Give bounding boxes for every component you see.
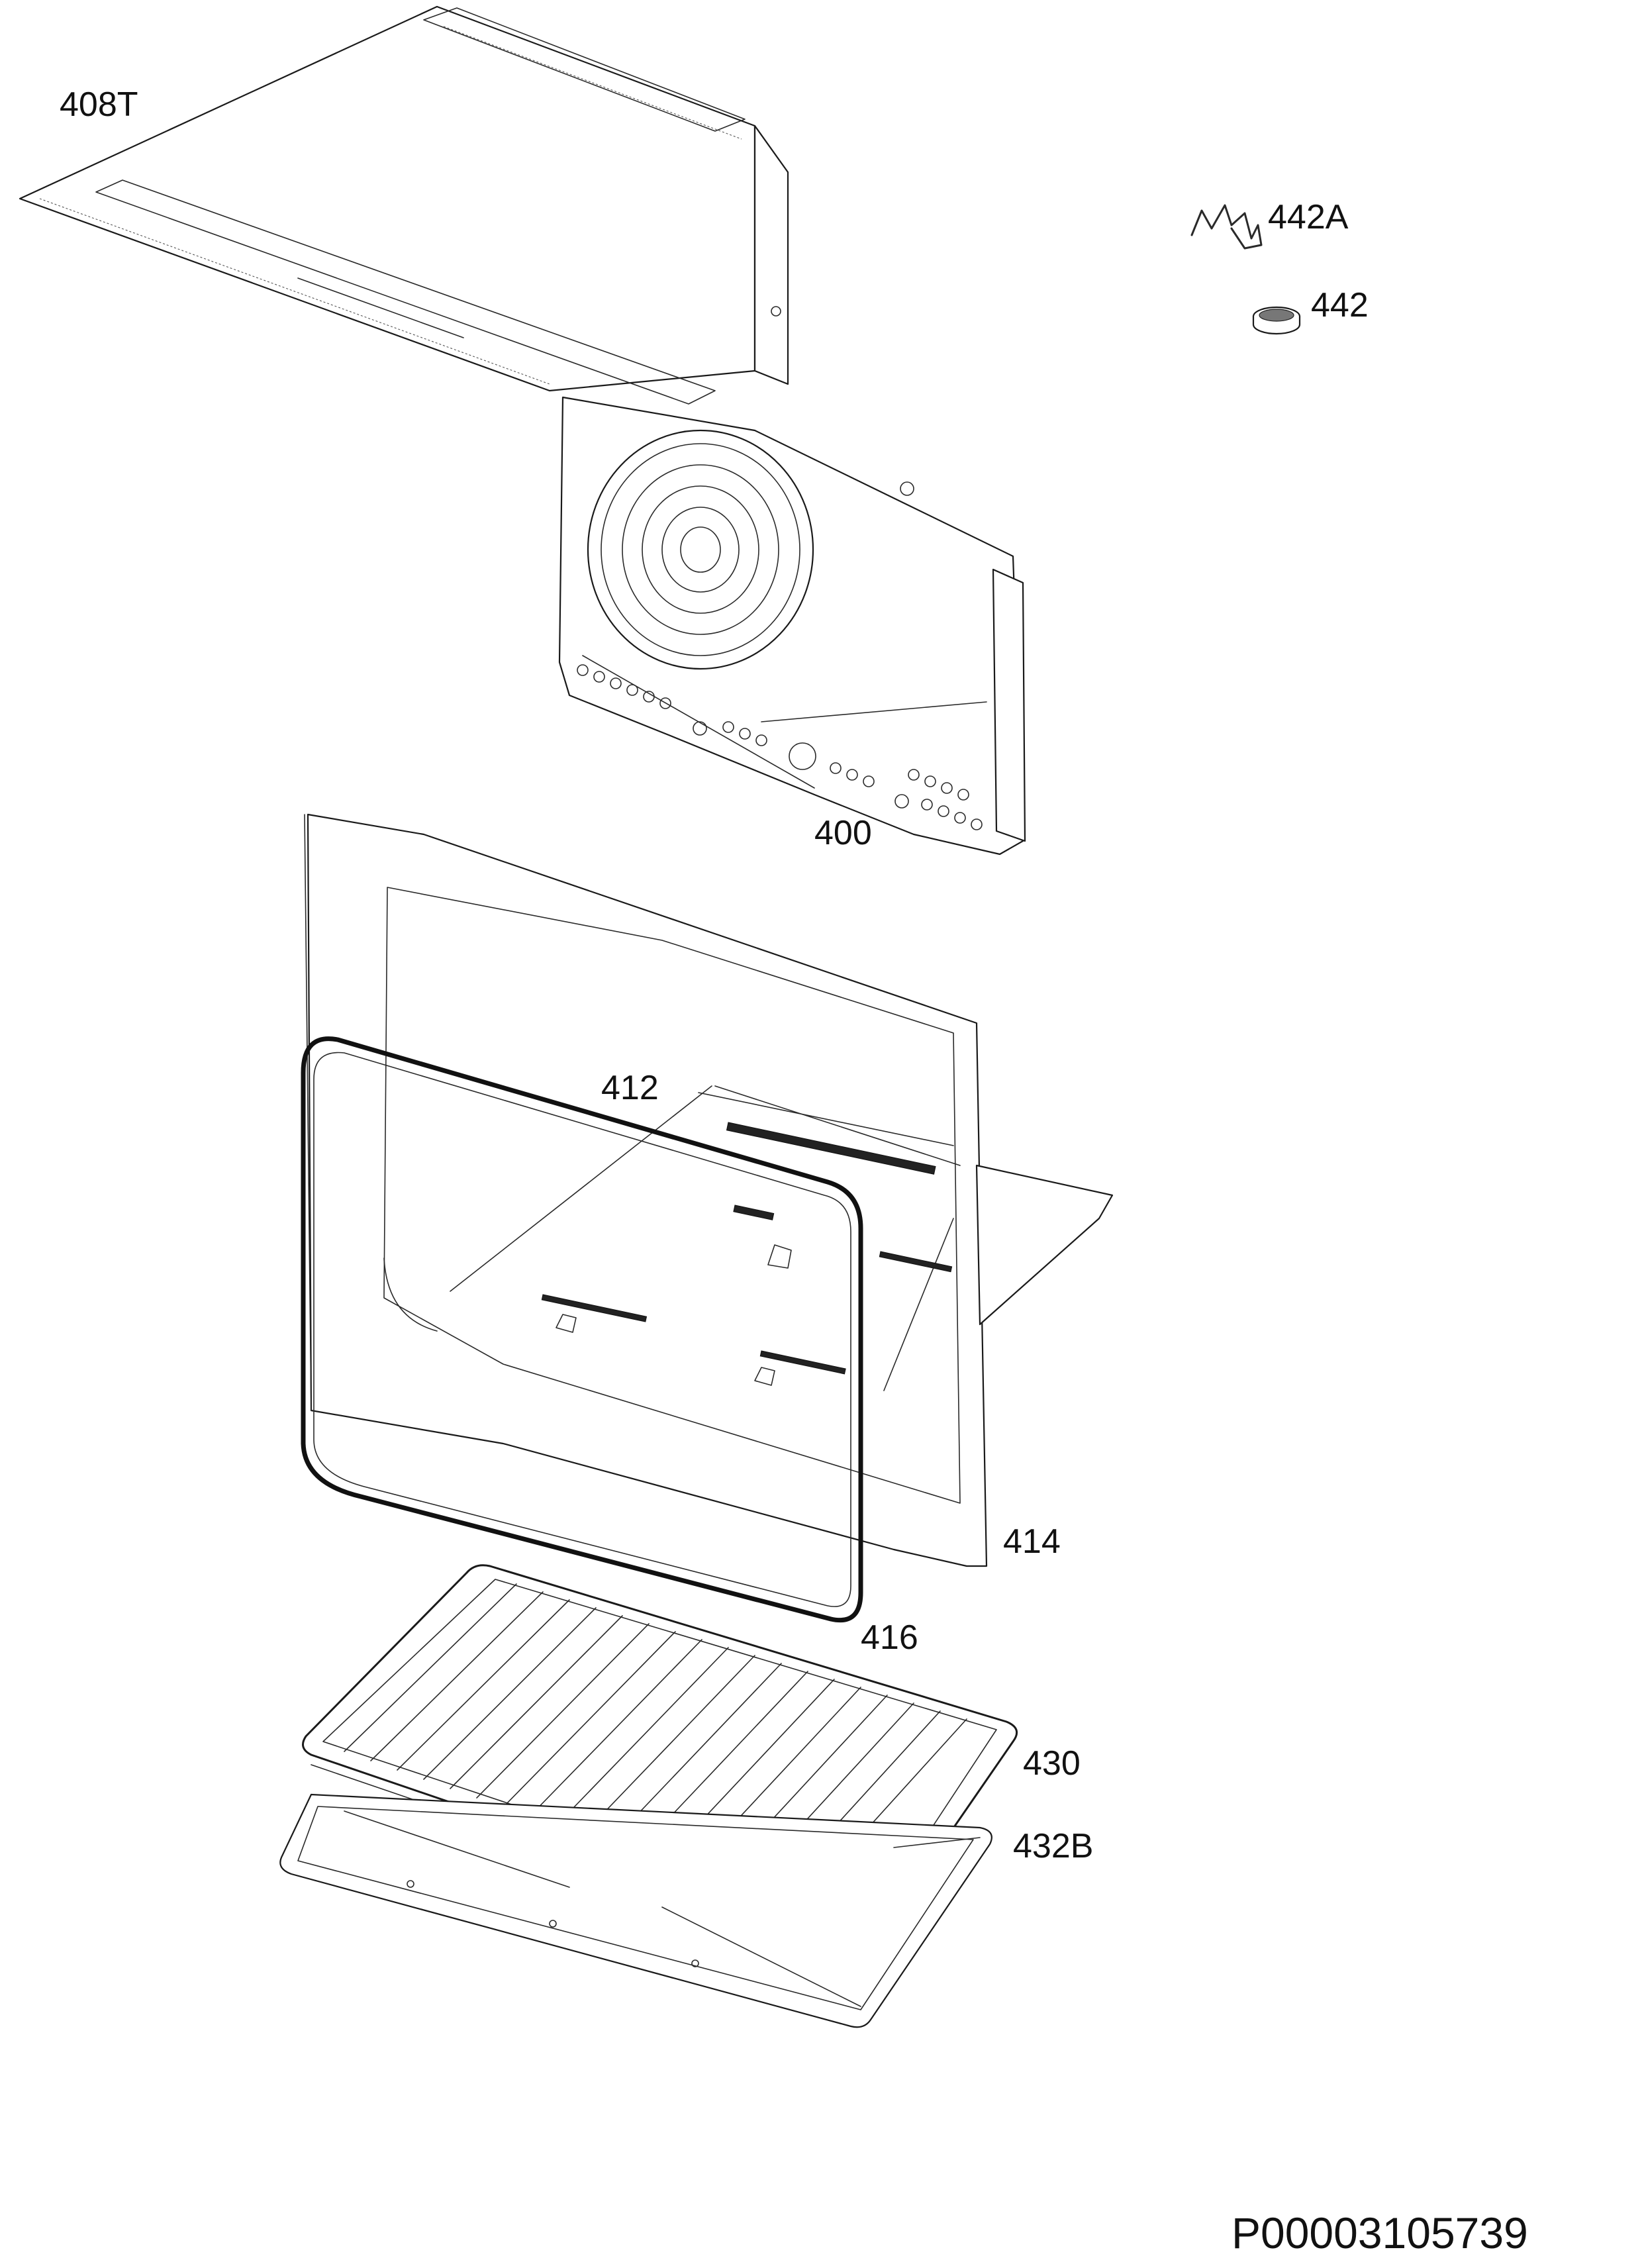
label-408T: 408T <box>60 85 138 124</box>
label-432B: 432B <box>1013 1827 1093 1865</box>
baking-tray-part <box>279 1793 992 2028</box>
oven-cavity-part <box>304 813 1114 1567</box>
label-442: 442 <box>1311 286 1369 324</box>
clip-part <box>1190 204 1263 250</box>
rear-wall-fan-cover-part <box>558 396 1026 856</box>
round-filter-part <box>1252 306 1301 335</box>
label-416: 416 <box>861 1618 918 1657</box>
label-430: 430 <box>1023 1744 1081 1783</box>
label-414: 414 <box>1003 1522 1061 1561</box>
top-cover-plate-part <box>19 5 789 405</box>
label-412: 412 <box>601 1069 659 1107</box>
label-442A: 442A <box>1268 198 1349 236</box>
drawing-number: P00003105739 <box>1232 2208 1528 2257</box>
door-seal-part <box>301 1036 863 1623</box>
label-400: 400 <box>814 814 872 852</box>
